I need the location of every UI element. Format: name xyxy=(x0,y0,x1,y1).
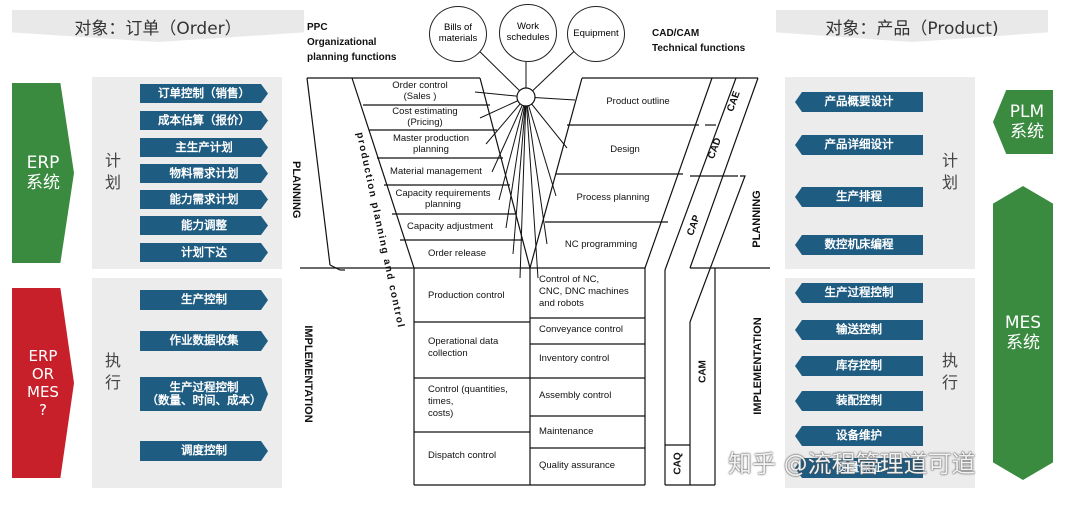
function-tag: 生产排程 xyxy=(795,187,923,207)
function-tag: 质量保证 xyxy=(795,458,923,478)
function-cell: Maintenance xyxy=(539,426,594,437)
function-cell: Control of NC, CNC, DNC machines and rob… xyxy=(539,274,629,309)
function-tag: 输送控制 xyxy=(795,320,923,340)
function-cell: Control (quantities, times, costs) xyxy=(428,384,508,419)
right-plan-label: 计 划 xyxy=(941,151,958,192)
cad-cam-title: CAD/CAM Technical functions xyxy=(652,28,746,54)
watermark: 知乎 @流程管理道可道 xyxy=(728,450,976,478)
function-tag: 成本估算（报价） xyxy=(140,111,268,130)
work-schedules-circle: Work schedules xyxy=(499,4,557,62)
function-tag: 生产过程控制 （数量、时间、成本） xyxy=(140,377,268,411)
function-tag: 生产过程控制 xyxy=(795,283,923,303)
function-cell: Master production planning xyxy=(392,132,470,155)
left-plan-label: 计 划 xyxy=(104,151,121,192)
function-tag: 订单控制（销售） xyxy=(140,84,268,103)
bills-of-materials-circle: Bills of materials xyxy=(429,6,487,62)
function-cell: Inventory control xyxy=(539,353,610,364)
function-cell: Production control xyxy=(428,290,505,301)
right-exec-label: 执 行 xyxy=(941,351,958,392)
function-tag: 产品详细设计 xyxy=(795,135,923,155)
caq-label: CAQ xyxy=(672,452,684,475)
ppc-title: PPC Organizational planning functions xyxy=(307,22,397,63)
equipment-circle: Equipment xyxy=(567,6,625,62)
function-tag: 装配控制 xyxy=(795,391,923,411)
function-tag: 生产控制 xyxy=(140,290,268,310)
function-cell: Design xyxy=(610,143,640,155)
cam-label: CAM xyxy=(697,360,709,383)
function-cell: Dispatch control xyxy=(428,450,497,461)
right-exec-panel xyxy=(785,278,975,488)
function-cell: Order control (Sales ) xyxy=(392,80,448,102)
mes-system-block: MES 系统 xyxy=(993,186,1053,480)
function-cell: Process planning xyxy=(576,192,650,204)
function-cell: Capacity adjustment xyxy=(406,221,494,233)
function-cell: Cost estimating (Pricing) xyxy=(392,106,458,128)
function-tag: 计划下达 xyxy=(140,243,268,262)
function-cell: NC programming xyxy=(564,239,638,251)
erp-or-mes-arrow: ERP OR MES ? xyxy=(12,288,74,478)
planning-right-label: PLANNING xyxy=(751,190,763,248)
left-exec-label: 执 行 xyxy=(104,351,121,392)
plm-system-arrow: PLM 系统 xyxy=(993,90,1053,154)
implementation-left-label: IMPLEMENTATION xyxy=(302,325,314,423)
function-tag: 能力调整 xyxy=(140,216,268,235)
function-cell: Assembly control xyxy=(539,390,612,401)
function-tag: 设备维护 xyxy=(795,426,923,446)
function-cell: Capacity requirements planning xyxy=(395,188,491,210)
function-tag: 数控机床编程 xyxy=(795,235,923,255)
function-cell: Product outline xyxy=(606,95,670,107)
function-tag: 调度控制 xyxy=(140,441,268,461)
function-tag: 产品概要设计 xyxy=(795,92,923,112)
function-cell: Conveyance control xyxy=(539,324,623,335)
function-tag: 物料需求计划 xyxy=(140,164,268,183)
implementation-right-label: IMPLEMENTATION xyxy=(752,317,764,415)
function-cell: Operational data collection xyxy=(428,336,499,359)
erp-system-arrow: ERP 系统 xyxy=(12,83,74,263)
function-cell: Order release xyxy=(427,247,487,259)
planning-left-label: PLANNING xyxy=(290,161,302,219)
function-tag: 主生产计划 xyxy=(140,138,268,157)
function-tag: 能力需求计划 xyxy=(140,190,268,209)
function-tag: 作业数据收集 xyxy=(140,331,268,351)
function-cell: Quality assurance xyxy=(539,460,616,471)
function-cell: Material management xyxy=(390,165,482,177)
function-tag: 库存控制 xyxy=(795,356,923,376)
